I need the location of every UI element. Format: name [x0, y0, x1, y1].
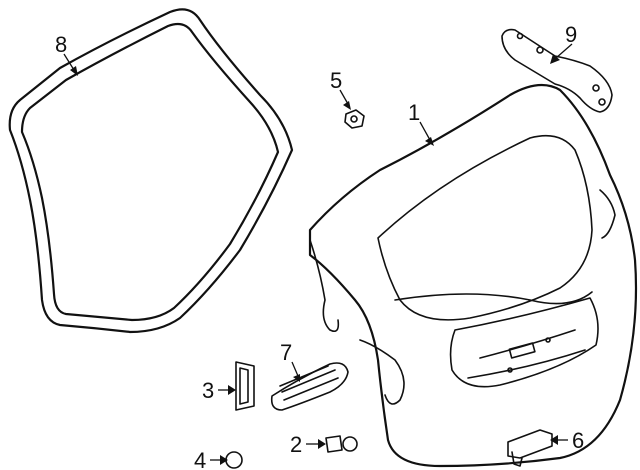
part-7-latch [270, 362, 349, 411]
leader-lines [63, 43, 573, 465]
callout-3: 3 [202, 378, 214, 403]
part-9-hinge [501, 28, 613, 113]
part-4-cap [225, 451, 243, 469]
part-5-nut [344, 109, 365, 129]
part-1-liftgate [308, 83, 638, 468]
part-8-weatherstrip [8, 8, 294, 334]
callout-1: 1 [408, 100, 420, 125]
part-6-switch [507, 429, 553, 467]
callout-5: 5 [330, 68, 342, 93]
callout-4: 4 [194, 448, 206, 470]
callout-2: 2 [290, 432, 302, 457]
callout-6: 6 [572, 428, 584, 453]
part-3-stopper [235, 361, 255, 411]
part-2-clip [325, 435, 358, 453]
callout-7: 7 [280, 340, 292, 365]
callout-9: 9 [565, 22, 577, 47]
callout-8: 8 [55, 32, 67, 57]
